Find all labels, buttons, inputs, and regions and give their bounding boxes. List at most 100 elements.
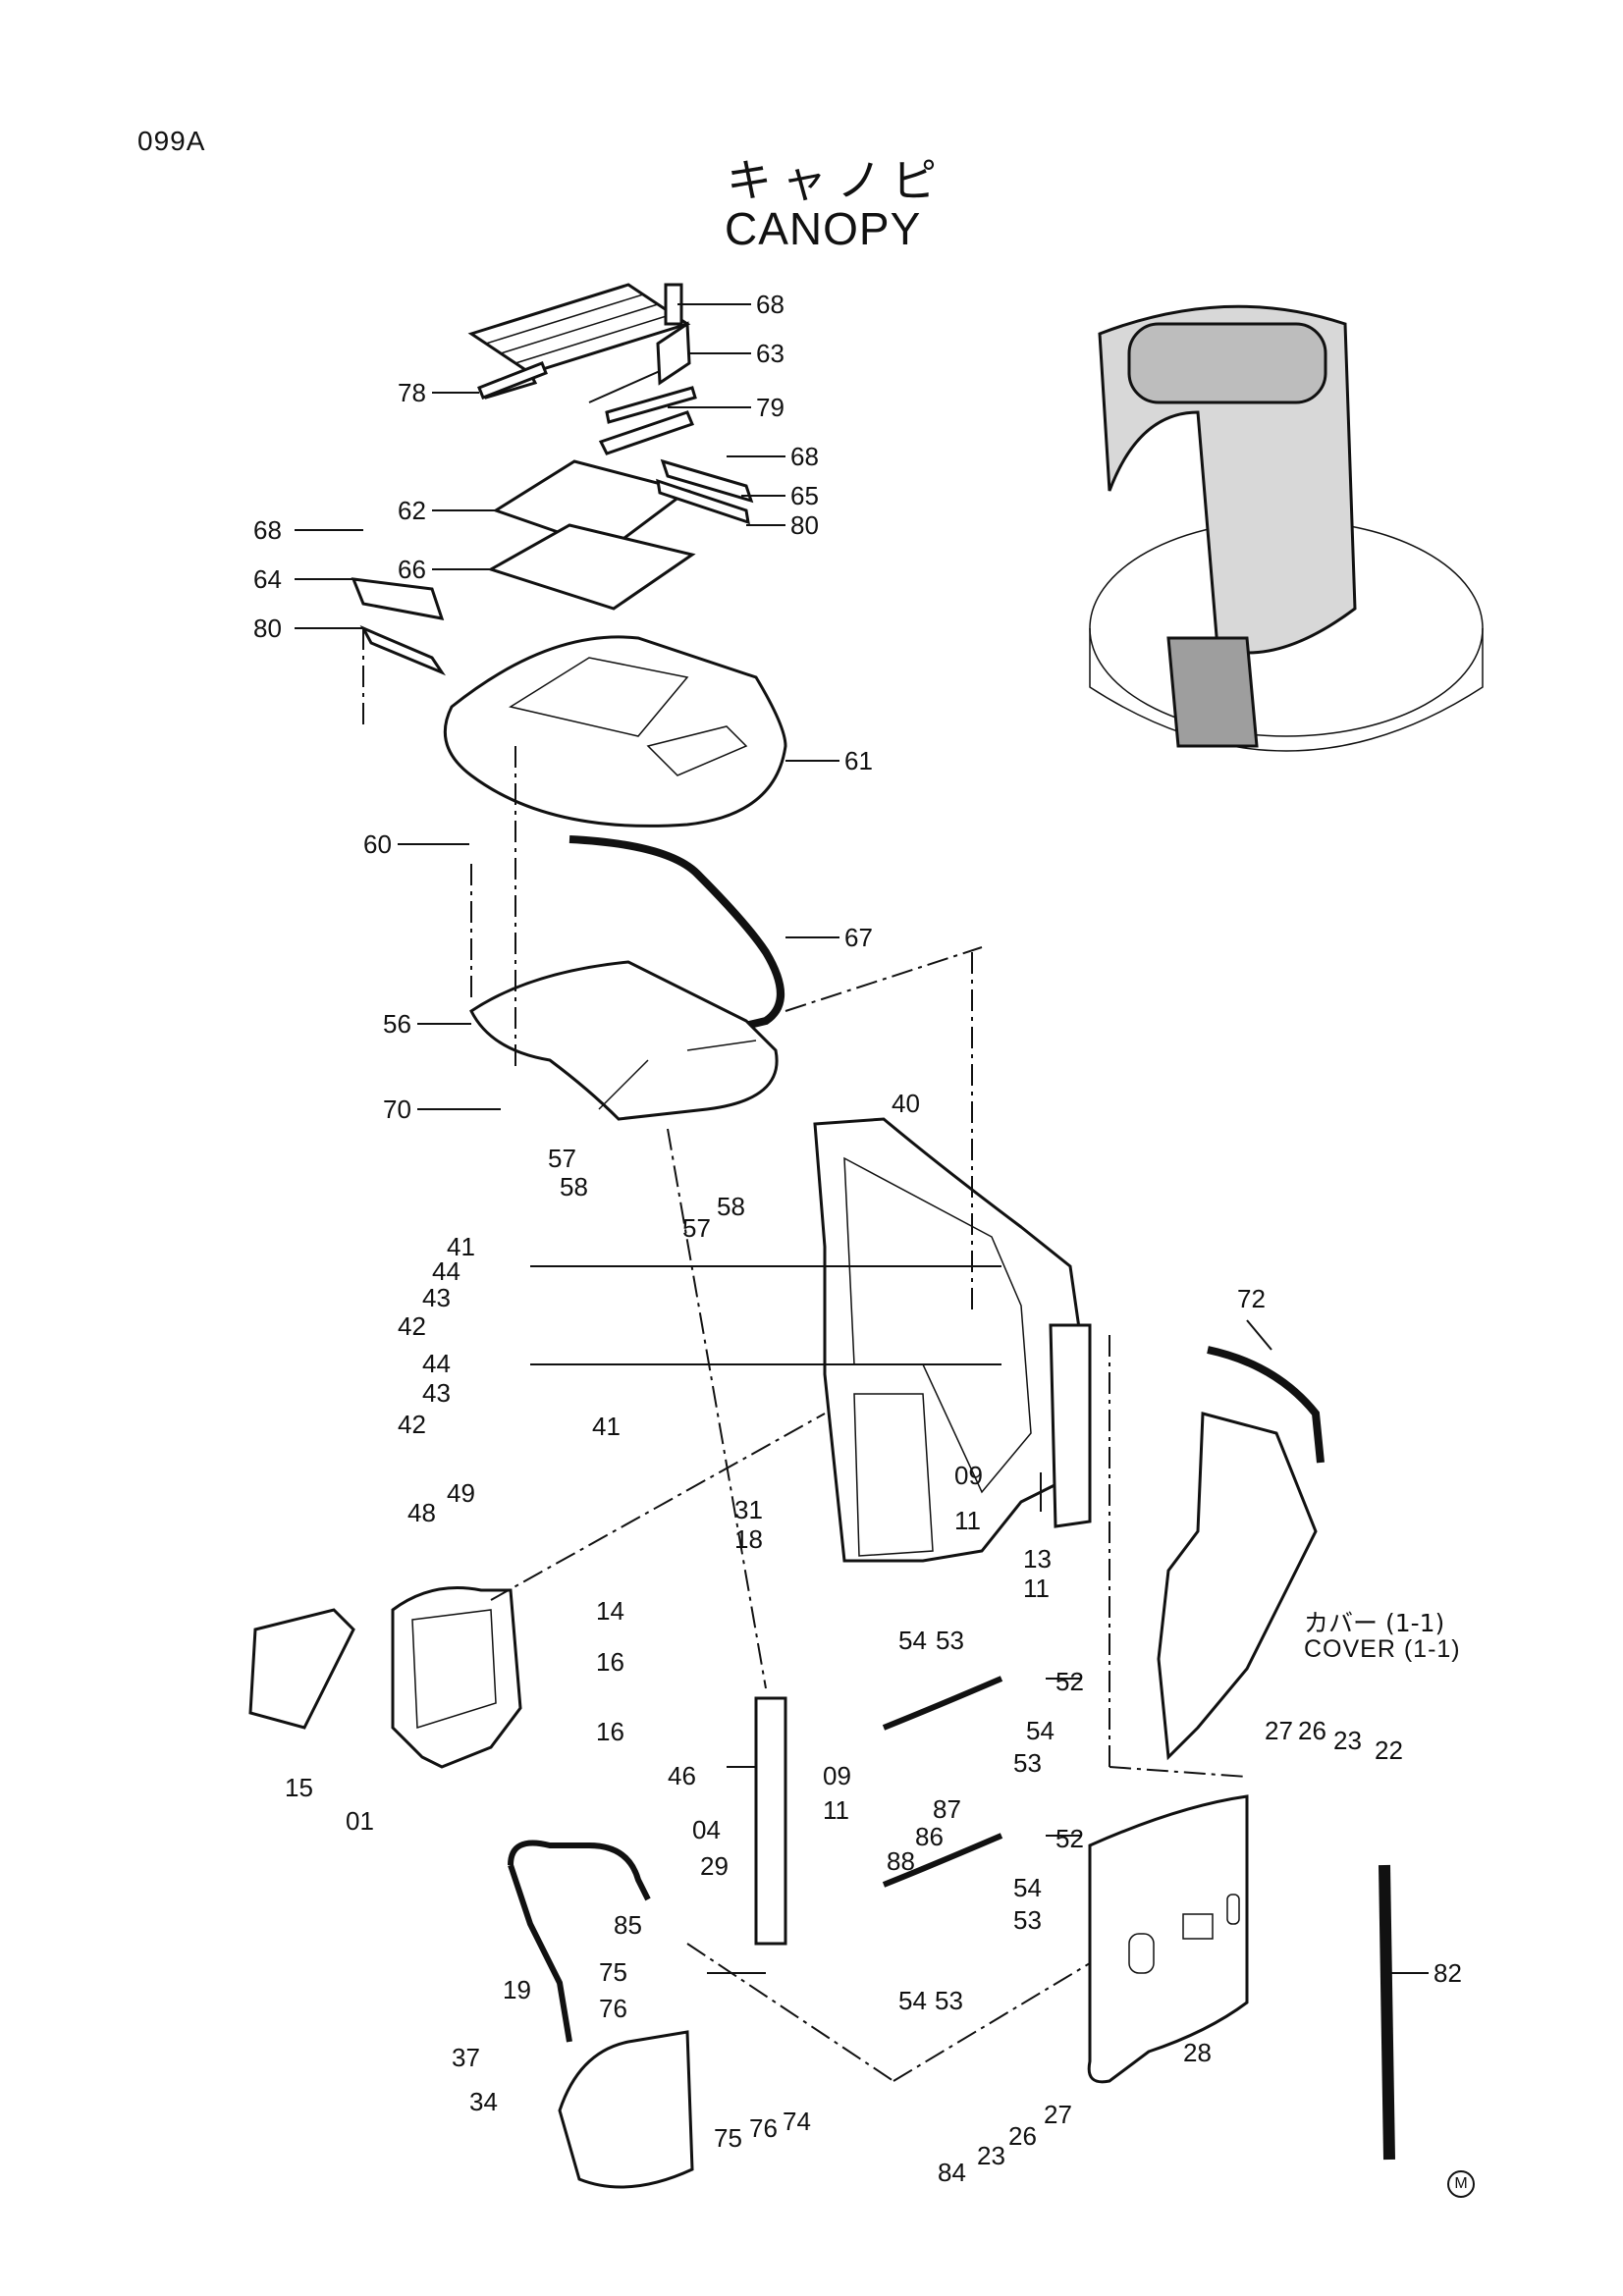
callout-50: 46 <box>668 1761 696 1790</box>
callout-69: 26 <box>1298 1716 1326 1745</box>
callout-78: 23 <box>977 2141 1005 2170</box>
callout-38: 48 <box>407 1498 436 1527</box>
callout-55: 86 <box>915 1822 944 1851</box>
callout-43: 15 <box>285 1773 313 1802</box>
callout-75: 76 <box>749 2113 778 2143</box>
callout-4: 79 <box>756 393 784 422</box>
callout-57: 88 <box>887 1846 915 1876</box>
callout-41: 16 <box>596 1647 624 1677</box>
callout-70: 23 <box>1333 1726 1362 1755</box>
callout-33: 31 <box>734 1495 763 1524</box>
top-guard-63 <box>467 283 697 424</box>
strip-79 <box>598 410 694 455</box>
callout-45: 54 <box>898 1626 927 1655</box>
side-panel-40 <box>813 1117 1092 1563</box>
callout-14: 60 <box>363 829 392 859</box>
callout-1: 68 <box>756 290 784 319</box>
callout-30: 41 <box>592 1412 621 1441</box>
bracket-65 <box>660 458 754 504</box>
callout-74: 75 <box>714 2123 742 2153</box>
callout-76: 74 <box>783 2107 811 2136</box>
callout-18: 57 <box>548 1144 576 1173</box>
callout-40: 14 <box>596 1596 624 1626</box>
callout-63: 82 <box>1434 1958 1462 1988</box>
callout-5: 68 <box>790 442 819 471</box>
callout-36: 13 <box>1023 1544 1052 1574</box>
callout-32: 09 <box>954 1461 983 1490</box>
page-code: 099A <box>137 126 206 156</box>
callout-73: 34 <box>469 2087 498 2116</box>
callout-9: 68 <box>253 515 282 545</box>
callout-16: 56 <box>383 1009 411 1039</box>
cover-15 <box>248 1608 355 1730</box>
callout-48: 54 <box>1026 1716 1055 1745</box>
strip-78 <box>477 361 548 400</box>
callout-34: 11 <box>954 1506 981 1535</box>
callout-59: 54 <box>1013 1873 1042 1902</box>
callout-66: 54 <box>898 1986 927 2015</box>
callout-39: 49 <box>447 1478 475 1508</box>
callout-54: 87 <box>933 1794 961 1824</box>
mirror-frame-14 <box>391 1586 522 1769</box>
handrail-52-lower <box>882 1833 1003 1888</box>
callout-13: 61 <box>844 746 873 775</box>
callout-58: 52 <box>1055 1824 1084 1853</box>
callout-62: 75 <box>599 1957 627 1987</box>
callout-46: 53 <box>936 1626 964 1655</box>
callout-17: 70 <box>383 1095 411 1124</box>
strip-80-left <box>359 624 446 676</box>
callout-12: 80 <box>253 614 282 643</box>
callout-21: 58 <box>717 1192 745 1221</box>
strip-80-right <box>656 478 750 525</box>
callout-labels: 68 63 78 79 68 65 80 62 68 64 66 80 61 6… <box>253 290 1462 2187</box>
m-mark-icon: M <box>1447 2170 1475 2198</box>
callout-24: 44 <box>432 1256 460 1286</box>
title-japanese: キャノピ <box>727 154 947 207</box>
cover-note-japanese: カバー (1-1) <box>1304 1609 1445 1637</box>
post-46 <box>754 1696 787 1946</box>
callout-10: 64 <box>253 564 282 594</box>
callout-26: 42 <box>398 1311 426 1341</box>
callout-44: 01 <box>346 1806 374 1836</box>
callout-6: 65 <box>790 481 819 510</box>
callout-65: 76 <box>599 1994 627 2023</box>
callout-77: 84 <box>938 2158 966 2187</box>
callout-11: 66 <box>398 555 426 584</box>
trim-72 <box>1207 1346 1325 1464</box>
callout-29: 42 <box>398 1410 426 1439</box>
callout-52: 11 <box>823 1795 849 1825</box>
callout-60: 85 <box>614 1910 642 1940</box>
seal-66 <box>487 523 696 611</box>
callout-72: 37 <box>452 2043 480 2072</box>
callout-67: 53 <box>935 1986 963 2015</box>
callout-71: 22 <box>1375 1735 1403 1765</box>
callout-22: 40 <box>892 1089 920 1118</box>
callout-15: 67 <box>844 923 873 952</box>
callout-28: 43 <box>422 1378 451 1408</box>
callout-20: 57 <box>682 1213 711 1243</box>
callout-61: 53 <box>1013 1905 1042 1935</box>
callout-79: 26 <box>1008 2121 1037 2151</box>
title-english: CANOPY <box>725 203 922 254</box>
callout-42: 16 <box>596 1717 624 1746</box>
callout-37: 11 <box>1023 1574 1050 1603</box>
handrail-19 <box>508 1840 651 1901</box>
callout-80: 27 <box>1044 2100 1072 2129</box>
callout-19: 58 <box>560 1172 588 1201</box>
handrail-52-upper <box>882 1676 1003 1731</box>
callout-51: 09 <box>823 1761 851 1790</box>
callout-27: 44 <box>422 1349 451 1378</box>
bracket-64 <box>351 577 445 620</box>
callout-31: 72 <box>1237 1284 1266 1313</box>
callout-64: 19 <box>503 1975 531 2004</box>
callout-56: 29 <box>700 1851 729 1881</box>
callout-3: 78 <box>398 378 426 407</box>
callout-49: 53 <box>1013 1748 1042 1778</box>
callout-8: 62 <box>398 496 426 525</box>
leader-lines <box>295 303 1429 1974</box>
callout-35: 18 <box>734 1524 763 1554</box>
callout-53: 04 <box>692 1815 721 1844</box>
cover-34 <box>558 2030 694 2189</box>
